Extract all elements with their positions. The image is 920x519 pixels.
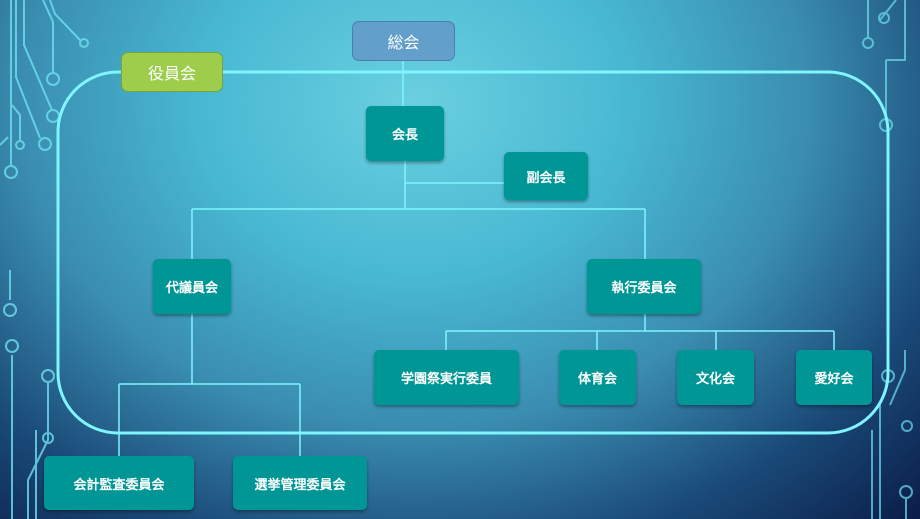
circuit-right	[862, 0, 913, 519]
connector-lines	[118, 61, 835, 456]
node-festival[interactable]: 学園祭実行委員	[374, 350, 519, 405]
node-hobby[interactable]: 愛好会	[796, 350, 872, 405]
node-culture[interactable]: 文化会	[677, 350, 754, 405]
node-delegates[interactable]: 代議員会	[153, 259, 231, 314]
node-audit[interactable]: 会計監査委員会	[44, 456, 194, 510]
board-frame	[56, 70, 890, 435]
node-board[interactable]: 役員会	[121, 52, 223, 92]
node-athletic[interactable]: 体育会	[559, 350, 636, 405]
node-general-assembly[interactable]: 総会	[352, 21, 455, 61]
node-executive[interactable]: 執行委員会	[587, 259, 701, 314]
circuit-left	[0, 0, 89, 519]
node-election[interactable]: 選挙管理委員会	[233, 456, 367, 510]
node-vice-president[interactable]: 副会長	[504, 152, 588, 200]
node-president[interactable]: 会長	[366, 106, 444, 161]
